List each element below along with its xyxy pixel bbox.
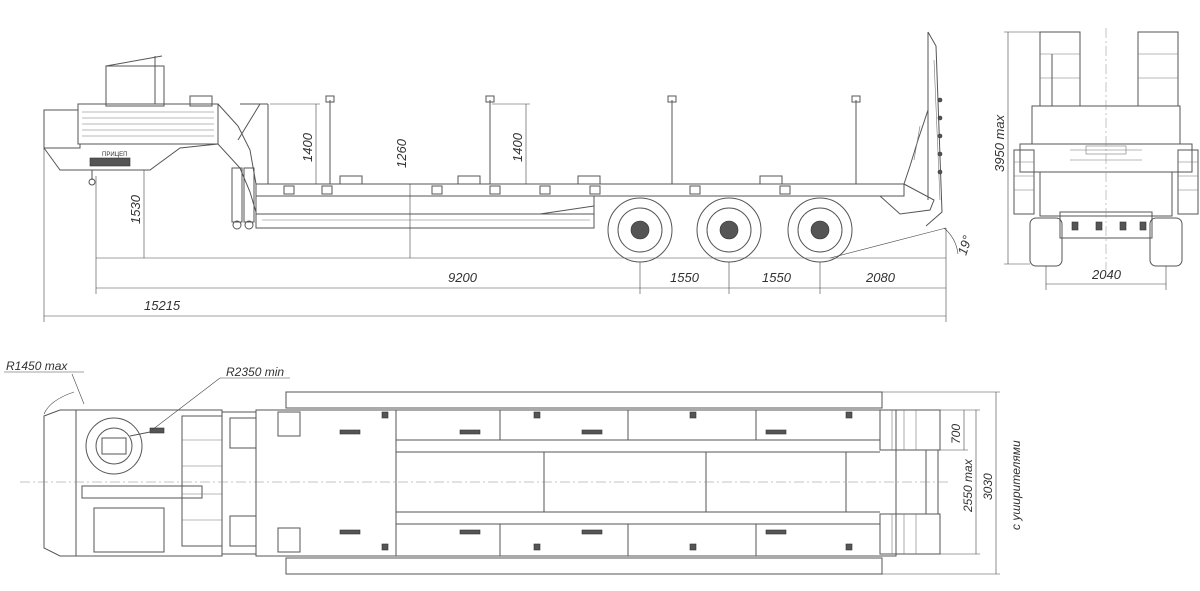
dim-front-radius: R1450 max [6, 359, 68, 373]
dim-ramp-width: 700 [949, 424, 963, 444]
dim-ramp-angle: 19° [955, 234, 975, 257]
deck-stakes [267, 95, 861, 184]
dim-overall-height: 3950 max [992, 114, 1007, 172]
dim-stake-height-front: 1400 [300, 132, 315, 162]
dim-turning-radius: R2350 min [226, 365, 284, 379]
axle-wheels [607, 197, 853, 263]
dim-width-with-extenders: 3030 [981, 473, 995, 500]
dim-stake-height-rear: 1400 [510, 132, 525, 162]
dim-axle-spacing-2: 1550 [762, 270, 792, 285]
dim-coupling-height: 1530 [128, 194, 143, 224]
dim-rear-overhang: 2080 [865, 270, 896, 285]
dim-track-width: 2040 [1091, 267, 1122, 282]
dim-deck-width: 2550 max [961, 458, 975, 513]
dim-deck-length: 9200 [448, 270, 478, 285]
rear-view: 3950 max 2040 [992, 28, 1199, 290]
dim-total-length: 15215 [144, 298, 181, 313]
dim-axle-spacing-1: 1550 [670, 270, 700, 285]
brand-logo-text: ПРИЦЕП [102, 152, 127, 158]
top-view: R1450 max R2350 min 700 2550 max 3030 с … [4, 359, 1023, 575]
side-view: 15215 9200 1550 1550 2080 1530 1400 1260… [43, 31, 975, 322]
dim-extenders-note: с уширителями [1009, 440, 1023, 530]
dim-deck-height: 1260 [394, 138, 409, 168]
